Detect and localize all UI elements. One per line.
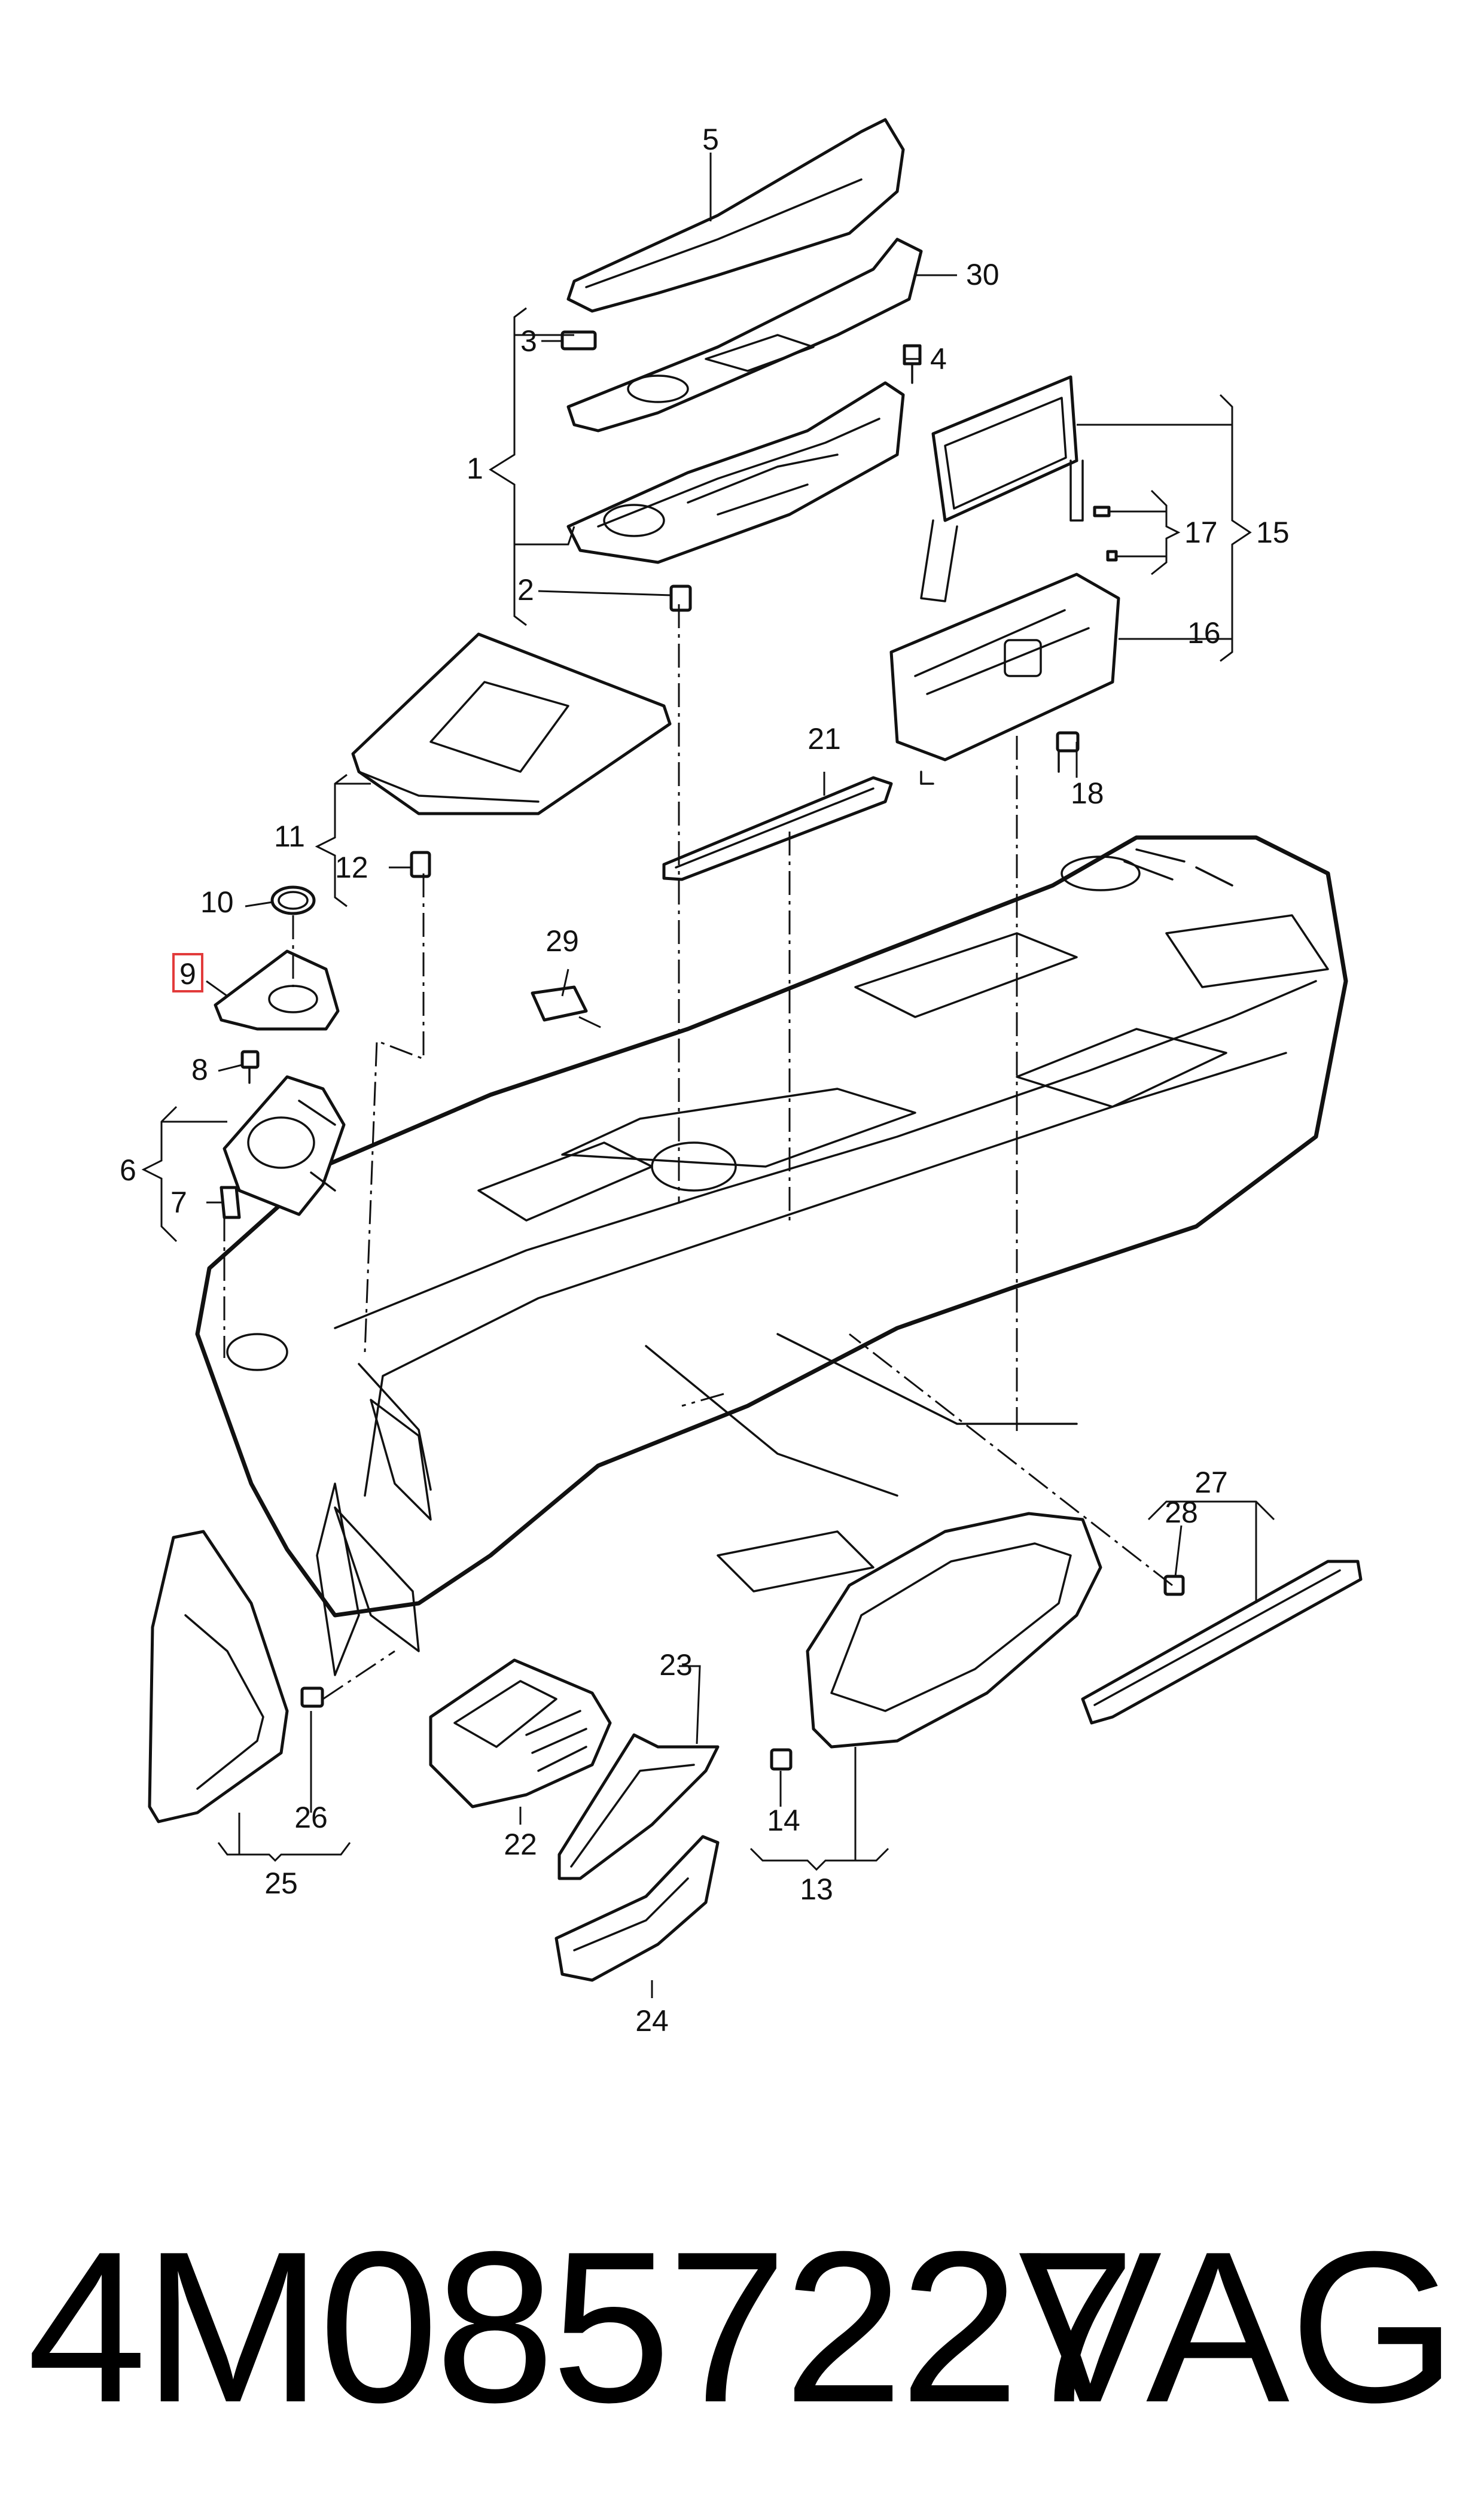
part-23-lower-trim xyxy=(557,1733,720,1880)
part-27-trim-strip xyxy=(1081,1560,1363,1725)
leader-lines xyxy=(141,153,1275,1998)
part-8-screw xyxy=(240,1050,260,1084)
callout-16: 16 xyxy=(1187,616,1221,650)
part-17-screws xyxy=(1093,506,1118,562)
part-number: 4M0857227 xyxy=(27,2207,1136,2447)
callout-14: 14 xyxy=(767,1804,800,1837)
callout-28: 28 xyxy=(1165,1496,1198,1529)
callout-13: 13 xyxy=(800,1872,833,1906)
callout-26: 26 xyxy=(294,1801,328,1834)
part-16-control-unit xyxy=(889,573,1120,785)
part-13-instrument-cluster xyxy=(806,1512,1102,1749)
callout-1: 1 xyxy=(467,452,483,485)
part-14-clip xyxy=(770,1748,793,1771)
part-4-screw xyxy=(903,344,922,384)
callout-27: 27 xyxy=(1194,1466,1228,1499)
exploded-parts-diagram: 5 30 3 4 1 2 15 17 16 18 21 11 12 10 29 … xyxy=(120,118,1363,2038)
callout-7: 7 xyxy=(170,1186,187,1219)
callout-11: 11 xyxy=(274,820,305,853)
callout-labels: 5 30 3 4 1 2 15 17 16 18 21 11 12 10 29 … xyxy=(120,123,1290,2038)
part-21-trim-strip xyxy=(662,776,893,881)
callout-22: 22 xyxy=(504,1828,537,1861)
callout-23: 23 xyxy=(659,1648,693,1682)
callout-15: 15 xyxy=(1256,516,1290,549)
part-24-lower-trim xyxy=(554,1835,720,1982)
callout-3: 3 xyxy=(520,324,537,358)
part-29-bracket xyxy=(531,985,588,1022)
callout-6: 6 xyxy=(120,1153,136,1187)
footer: 4M0857227 VAG xyxy=(0,2202,1484,2453)
part-26-clip xyxy=(300,1686,324,1708)
callout-21: 21 xyxy=(807,722,841,756)
callout-12: 12 xyxy=(335,851,368,884)
part-12-clip xyxy=(410,851,431,878)
callout-24: 24 xyxy=(635,2004,669,2038)
callout-18: 18 xyxy=(1071,777,1104,810)
part-6-cup-holder-frame xyxy=(223,1075,346,1216)
callout-29: 29 xyxy=(546,924,579,958)
callout-2: 2 xyxy=(517,573,534,607)
part-2-clip xyxy=(669,584,692,612)
part-25-side-panel xyxy=(148,1530,289,1823)
part-10-ring xyxy=(270,885,316,915)
callout-10: 10 xyxy=(200,885,234,919)
part-9-cup-trim xyxy=(214,949,340,1031)
part-5-top-cover xyxy=(566,118,905,313)
callout-17: 17 xyxy=(1184,516,1218,549)
brand-label: VAG xyxy=(1018,2207,1457,2447)
callout-8: 8 xyxy=(191,1053,208,1086)
part-11-instrument-hood xyxy=(351,632,672,815)
part-15-display-screen xyxy=(920,375,1084,602)
part-22-air-vent xyxy=(429,1658,612,1808)
callout-5: 5 xyxy=(702,123,719,156)
callout-4: 4 xyxy=(930,342,947,376)
dashboard-panel xyxy=(195,835,1348,1676)
callout-9: 9 xyxy=(179,957,196,991)
part-28-clip xyxy=(1163,1575,1185,1596)
callout-25: 25 xyxy=(264,1867,298,1900)
assembly-lines xyxy=(223,604,1173,1700)
part-30-pad xyxy=(566,238,923,433)
part-18-screw xyxy=(1056,731,1080,773)
callout-30: 30 xyxy=(966,258,1000,291)
highlight-box-9 xyxy=(172,953,203,992)
part-1-carrier-frame xyxy=(566,381,905,564)
part-7-clip xyxy=(220,1186,241,1219)
